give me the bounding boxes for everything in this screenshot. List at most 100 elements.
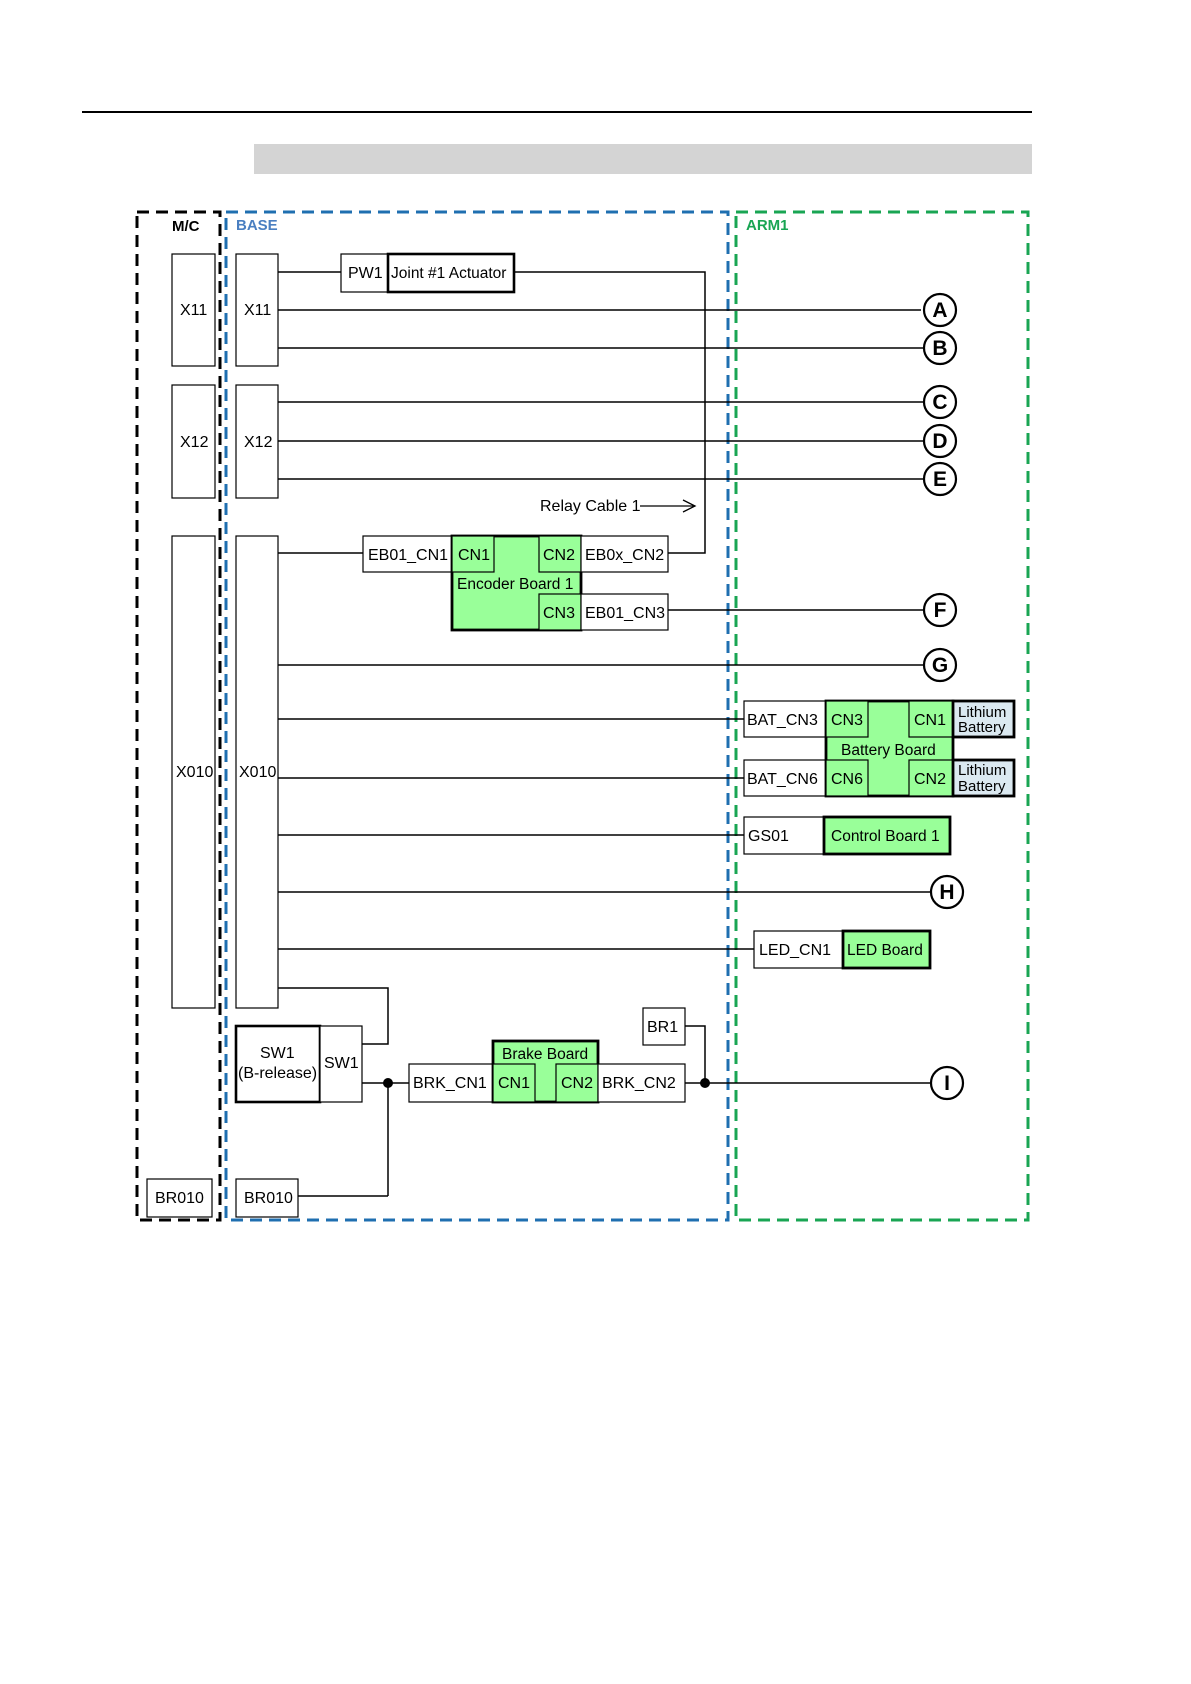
zone-base	[224, 210, 730, 1222]
lithium-battery-1-line1: Lithium	[958, 704, 1006, 721]
connector-x010-base-label: X010	[239, 764, 276, 781]
connector-x11-base-label: X11	[244, 302, 271, 319]
terminal-d	[922, 423, 958, 459]
connector-eb01-cn1-label: EB01_CN1	[368, 547, 448, 564]
connector-eb0x-cn2	[580, 535, 669, 573]
wires	[278, 271, 931, 1197]
encoder-cn1-label: CN1	[458, 547, 490, 564]
connector-x010-base	[235, 535, 279, 1009]
terminal-d-label: D	[932, 430, 947, 453]
connector-sw1	[319, 1025, 363, 1103]
control-board	[822, 815, 952, 856]
battery-cn3	[825, 700, 869, 738]
brake-cn1	[492, 1063, 536, 1103]
brake-cn2-label: CN2	[561, 1075, 593, 1092]
terminal-c	[922, 384, 958, 420]
terminal-h-label: H	[939, 881, 954, 904]
joint1-actuator-label: Joint #1 Actuator	[391, 265, 506, 282]
connector-bat-cn3	[743, 700, 827, 738]
connector-gs01	[743, 816, 825, 855]
connector-eb0x-cn2-label: EB0x_CN2	[585, 547, 664, 564]
terminal-h	[929, 874, 965, 910]
connector-br010-base-label: BR010	[244, 1190, 293, 1207]
mc-connectors: X11 X12 X010 BR010	[146, 253, 216, 1218]
connector-x010-mc-label: X010	[176, 764, 213, 781]
connector-pw1-label: PW1	[348, 265, 383, 282]
brake-cn1-label: CN1	[498, 1075, 530, 1092]
connector-eb01-cn3-label: EB01_CN3	[585, 605, 665, 622]
terminal-g-label: G	[932, 654, 948, 677]
sw1-switch-line2: (B-release)	[238, 1065, 317, 1082]
terminal-f	[922, 592, 958, 628]
joint1-actuator	[386, 252, 516, 294]
connector-x12-mc	[171, 384, 216, 499]
connector-x12-base-label: X12	[244, 434, 273, 451]
zone-mc	[135, 210, 222, 1222]
battery-cn3-label: CN3	[831, 712, 863, 729]
battery-cn6-label: CN6	[831, 771, 863, 788]
base-connectors: X11 X12 X010 BR010	[235, 253, 299, 1218]
lithium-battery-2	[951, 758, 1016, 798]
header-band	[254, 144, 1032, 174]
relay-cable-label: Relay Cable 1	[540, 498, 641, 515]
connector-led-cn1-label: LED_CN1	[759, 942, 831, 959]
battery-cn6	[825, 759, 869, 797]
terminal-i	[929, 1065, 965, 1101]
encoder-cn3-label: CN3	[543, 605, 575, 622]
connector-bat-cn3-label: BAT_CN3	[747, 712, 818, 729]
encoder-board-label: Encoder Board 1	[457, 576, 573, 593]
connector-gs01-label: GS01	[748, 828, 789, 845]
terminal-e	[922, 461, 958, 497]
connector-x12-base	[235, 384, 279, 499]
connector-x11-mc-label: X11	[180, 302, 207, 319]
connector-x010-mc	[171, 535, 216, 1009]
connector-br1	[642, 1007, 686, 1046]
connector-brk-cn2-label: BRK_CN2	[602, 1075, 676, 1092]
terminal-b-label: B	[932, 337, 947, 360]
encoder-cn1	[451, 535, 495, 573]
junction-dot-brake	[700, 1078, 710, 1088]
connector-eb01-cn1	[362, 535, 453, 573]
connector-brk-cn1	[408, 1063, 494, 1103]
battery-cn2-label: CN2	[914, 771, 946, 788]
zone-arm1	[734, 210, 1030, 1222]
led-board-label: LED Board	[847, 942, 923, 959]
lithium-battery-2-line2: Battery	[958, 778, 1006, 795]
terminal-a	[922, 292, 958, 328]
terminal-c-label: C	[932, 391, 947, 414]
connector-x12-mc-label: X12	[180, 434, 209, 451]
terminal-g	[922, 647, 958, 683]
terminal-b	[922, 330, 958, 366]
terminals: A B C D E F G H I	[922, 292, 965, 1101]
battery-cn1-label: CN1	[914, 712, 946, 729]
control-board-label: Control Board 1	[831, 828, 940, 845]
terminal-e-label: E	[933, 468, 947, 491]
zone-mc-label: M/C	[172, 218, 200, 235]
terminal-i-label: I	[944, 1072, 950, 1095]
connector-x11-base	[235, 253, 279, 367]
connector-bat-cn6-label: BAT_CN6	[747, 771, 818, 788]
battery-cn1	[908, 700, 954, 738]
connector-br010-mc	[146, 1178, 213, 1218]
terminal-a-label: A	[932, 299, 947, 322]
connector-x11-mc	[171, 253, 216, 367]
brake-board-label: Brake Board	[502, 1046, 588, 1063]
battery-cn2	[908, 759, 954, 797]
connector-brk-cn1-label: BRK_CN1	[413, 1075, 487, 1092]
battery-board-label: Battery Board	[841, 742, 936, 759]
zone-arm1-label: ARM1	[746, 217, 789, 234]
connector-brk-cn2	[597, 1063, 686, 1103]
sw1-switch	[234, 1024, 322, 1104]
encoder-cn2-label: CN2	[543, 547, 575, 564]
junction-dot-sw1	[383, 1078, 393, 1088]
connector-br1-label: BR1	[647, 1019, 678, 1036]
lithium-battery-1	[951, 699, 1016, 739]
connector-br010-base	[235, 1178, 299, 1218]
lithium-battery-1-line2: Battery	[958, 719, 1006, 736]
zone-base-label: BASE	[236, 217, 278, 234]
connector-eb01-cn3	[580, 593, 669, 631]
terminal-f-label: F	[934, 599, 947, 622]
connector-sw1-label: SW1	[324, 1055, 359, 1072]
lithium-battery-2-line1: Lithium	[958, 762, 1006, 779]
